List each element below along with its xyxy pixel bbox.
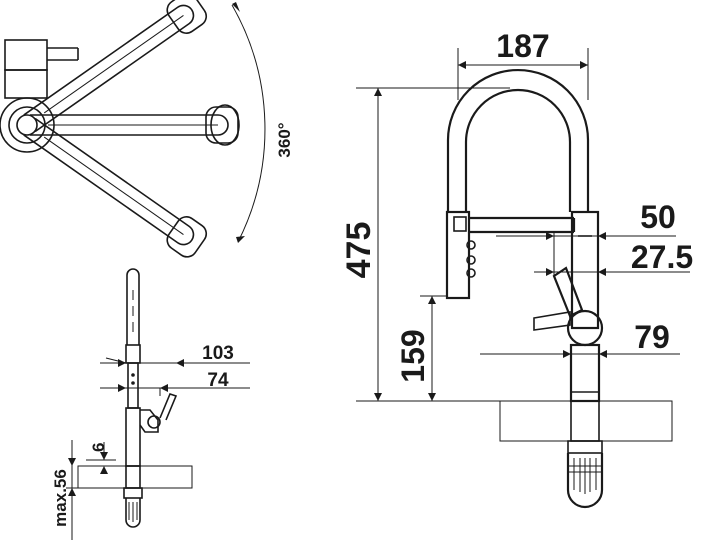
pivot-outer-circle (0, 97, 55, 153)
side-spout-tube (126, 268, 140, 345)
front-countertop (499, 400, 673, 442)
dim-50: 50 (640, 199, 676, 235)
front-view-large: 187 475 159 50 27.5 79 (340, 28, 693, 509)
dim-max56: max.56 (51, 469, 70, 527)
spout-arm-down (23, 117, 195, 246)
rotation-plan-view: 360° (0, 0, 294, 258)
gooseneck-outer (446, 68, 590, 212)
spout-arm-center (30, 114, 229, 136)
dim-27-5: 27.5 (631, 239, 693, 275)
dim-475: 475 (340, 222, 378, 279)
dim-159: 159 (395, 329, 431, 382)
side-countertop (77, 465, 193, 489)
side-handle (139, 409, 159, 433)
main-body-upper (570, 210, 600, 330)
side-body (125, 407, 141, 467)
rotation-label: 360° (275, 122, 294, 157)
lever-handle (552, 266, 584, 318)
plan-body-mid (4, 69, 48, 99)
dim-6: 6 (89, 443, 108, 452)
gooseneck-inner (464, 88, 572, 212)
side-view-small: 103 74 6 max.56 (51, 268, 250, 540)
rotation-arc (231, 4, 266, 243)
dim-187: 187 (496, 28, 549, 64)
spout-arm-up (23, 4, 195, 133)
plan-body-top (4, 39, 48, 71)
dim-79: 79 (634, 319, 670, 355)
dim-74: 74 (207, 370, 229, 391)
dim-103: 103 (202, 343, 234, 364)
spray-head (445, 210, 471, 300)
